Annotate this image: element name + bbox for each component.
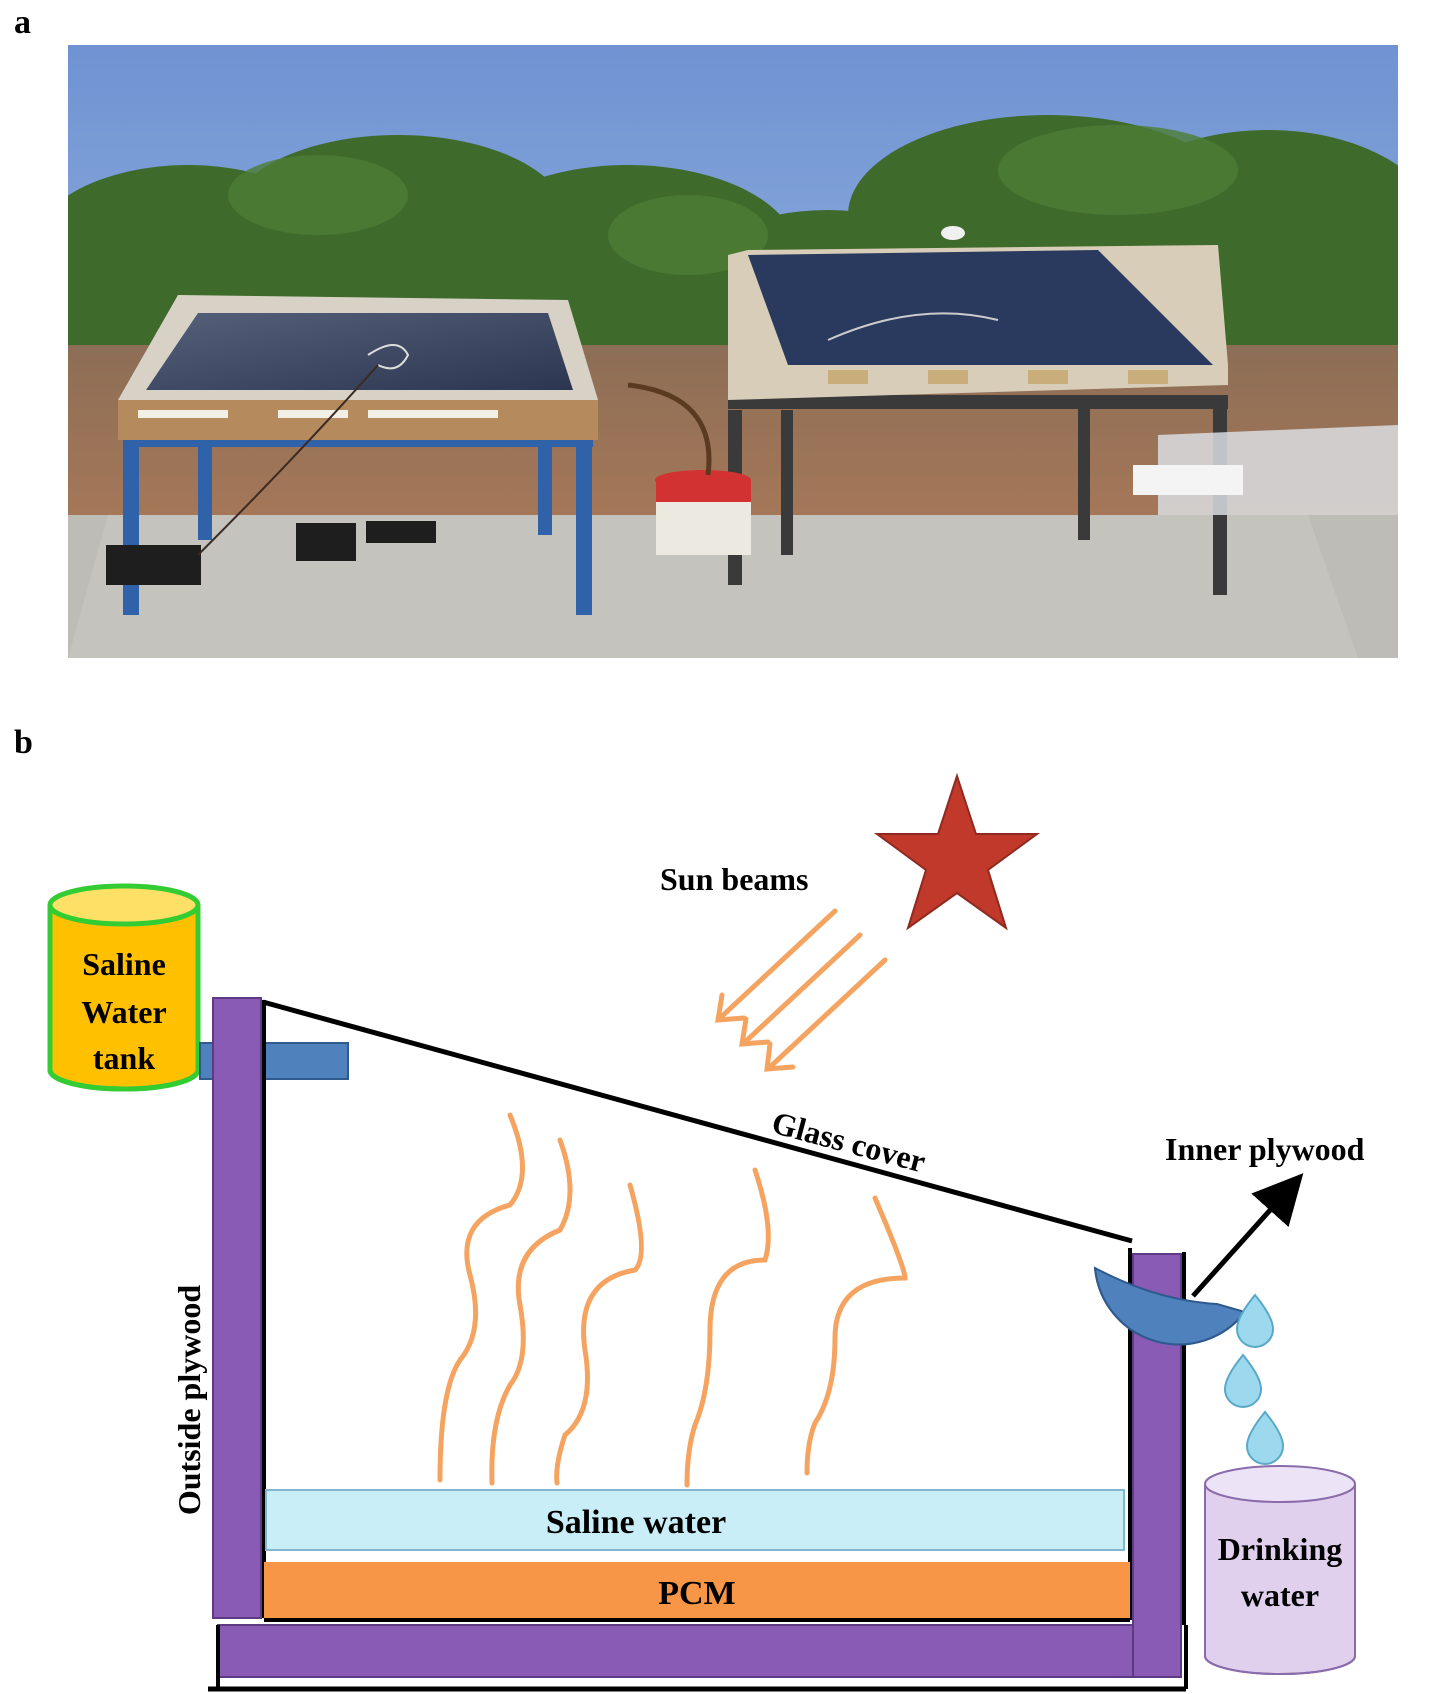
drinking-label-line2: water	[1241, 1577, 1319, 1613]
panel-label-b: b	[14, 724, 33, 761]
saline-water-layer	[265, 1489, 1125, 1551]
glass-cover	[262, 999, 1133, 1244]
inner-plywood-label: Inner plywood	[1165, 1131, 1365, 1167]
left-outer-wall	[212, 997, 262, 1619]
drinking-water-cup	[1204, 1465, 1356, 1675]
sun-star-icon	[873, 772, 1041, 931]
water-drops	[1223, 1293, 1289, 1525]
left-solar-still	[118, 295, 598, 615]
pcm-layer	[264, 1562, 1130, 1620]
right-solar-still	[728, 226, 1228, 595]
drinking-label-line1: Drinking	[1218, 1531, 1342, 1567]
tank-label-line2: Water	[81, 994, 166, 1030]
glass-cover-label: Glass cover	[768, 1104, 929, 1179]
base-plywood	[217, 1624, 1177, 1678]
saline-water-tank	[47, 883, 201, 1092]
right-outer-wall	[1132, 1253, 1182, 1678]
inner-plywood-arrow	[1191, 1173, 1304, 1298]
solar-still-photo	[68, 45, 1398, 658]
panel-label-a: a	[14, 4, 31, 41]
collection-trough	[1093, 1266, 1247, 1346]
meter-box	[296, 523, 356, 561]
sun-beams-label: Sun beams	[660, 861, 809, 897]
saline-water-label: Saline water	[546, 1504, 726, 1541]
vapor-waves	[437, 1112, 908, 1488]
meter-box	[366, 521, 436, 543]
tank-label-line3: tank	[93, 1040, 155, 1076]
bucket	[655, 470, 751, 555]
sun-beam-arrows	[715, 908, 888, 1072]
inlet-pipe	[199, 1042, 349, 1080]
data-logger	[106, 545, 201, 585]
pcm-label: PCM	[658, 1575, 735, 1612]
outside-plywood-label: Outside plywood	[171, 1285, 207, 1515]
tank-label-line1: Saline	[82, 946, 166, 982]
